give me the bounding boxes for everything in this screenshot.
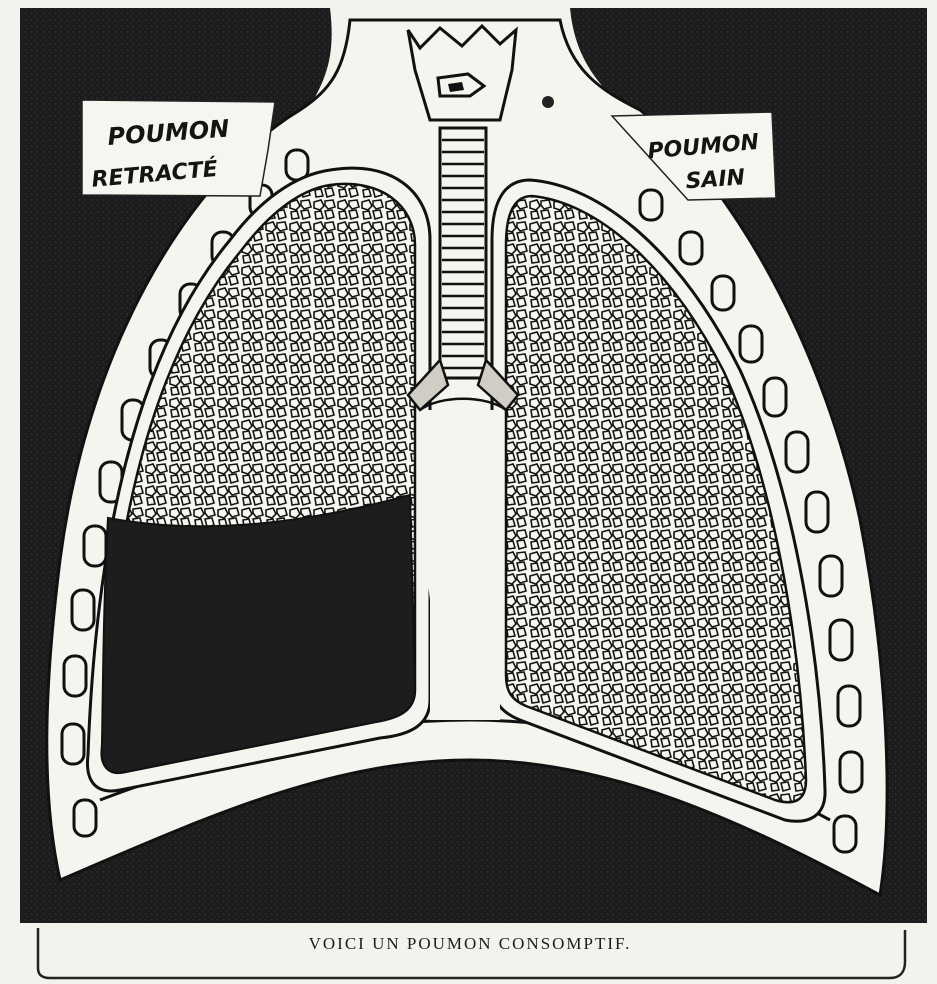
caption: VOICI UN POUMON CONSOMPTIF. <box>309 934 632 953</box>
label-retracted-lung: POUMON RETRACTÉ <box>82 100 275 196</box>
label-healthy-line2: SAIN <box>685 165 746 194</box>
